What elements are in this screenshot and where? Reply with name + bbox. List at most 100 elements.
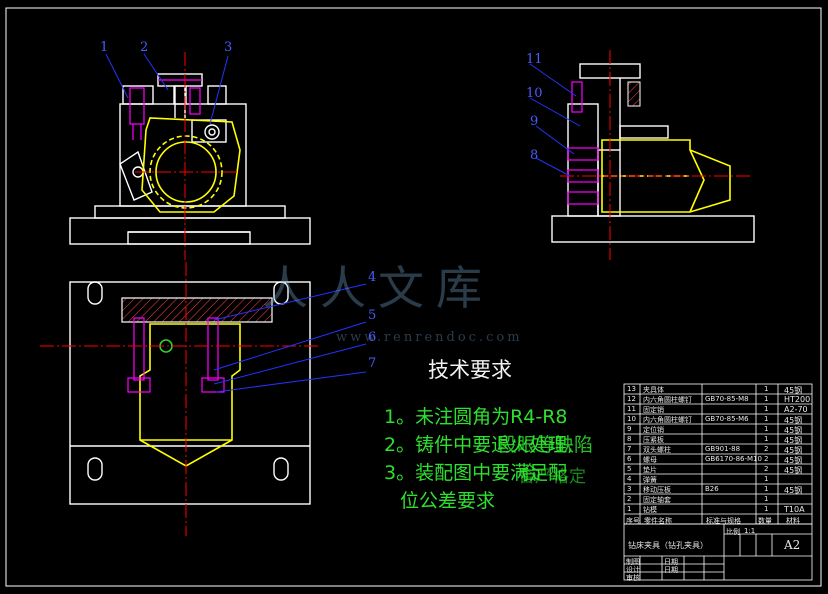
bom-cell-qty: 1 xyxy=(764,475,769,483)
bom-cell-no: 8 xyxy=(627,435,632,443)
balloon-11: 11 xyxy=(526,52,543,67)
watermark-logo: 人人文库 xyxy=(262,261,494,315)
watermark-url: www.renrendoc.com xyxy=(336,330,523,345)
bom-cell-name: 内六角圆柱螺钉 xyxy=(643,416,692,424)
bom-cell-name: 移动压板 xyxy=(643,486,671,494)
bom-cell-name: 固定销 xyxy=(643,406,664,414)
bom-cell-name: 螺母 xyxy=(643,456,657,464)
balloon-5: 5 xyxy=(368,308,377,323)
bom-cell-qty: 1 xyxy=(764,425,769,433)
bom-cell-qty: 2 xyxy=(764,445,769,453)
bom-cell-no: 2 xyxy=(627,495,632,503)
sign-row-3: 审核 xyxy=(626,574,640,582)
tech-requirements-title: 技术要求 xyxy=(428,358,512,382)
bom-cell-no: 9 xyxy=(627,425,632,433)
bom-header-mat: 材料 xyxy=(786,517,800,525)
sign-col-1: 日期 xyxy=(664,558,678,566)
bom-cell-mat: 45钢 xyxy=(784,386,803,395)
bom-cell-name: 垫片 xyxy=(643,466,657,474)
bom-cell-name: 定位销 xyxy=(643,426,664,434)
balloon-9: 9 xyxy=(530,114,539,129)
bom-cell-no: 7 xyxy=(627,445,632,453)
bom-cell-qty: 1 xyxy=(764,485,769,493)
bom-cell-code: GB6170-86-M10 xyxy=(705,455,762,463)
drawing-border xyxy=(5,7,822,587)
bom-cell-mat: 45钢 xyxy=(784,446,803,455)
bom-cell-name: 双头螺柱 xyxy=(643,446,671,454)
bom-cell-mat: 45钢 xyxy=(784,436,803,445)
balloon-1: 1 xyxy=(100,40,109,55)
front-view xyxy=(69,73,311,245)
bom-cell-no: 3 xyxy=(627,485,632,493)
bom-cell-qty: 1 xyxy=(764,495,769,503)
bom-header-name: 零件名称 xyxy=(644,517,672,525)
bom-cell-mat: HT200 xyxy=(784,395,811,404)
side-view-fasteners xyxy=(567,81,599,205)
bom-cell-mat: 45钢 xyxy=(784,426,803,435)
tech-note-3-overlap-b: 合严格定 xyxy=(518,467,586,487)
sign-row-2: 设计 xyxy=(626,566,640,574)
bom-cell-qty: 2 xyxy=(764,465,769,473)
tech-note-1: 1。未注圆角为R4-R8 xyxy=(384,406,568,428)
bom-cell-qty: 1 xyxy=(764,405,769,413)
bom-cell-qty: 2 xyxy=(764,455,769,463)
tech-note-4: 位公差要求 xyxy=(400,490,496,512)
ratio-value: 1:1 xyxy=(744,527,756,535)
sign-col-2: 日期 xyxy=(664,566,678,574)
bom-cell-name: 弹簧 xyxy=(643,476,657,484)
bom-cell-no: 13 xyxy=(627,385,636,393)
bom-cell-qty: 1 xyxy=(764,395,769,403)
bom-cell-no: 4 xyxy=(627,475,632,483)
tech-note-3-overlap-a: 合 xyxy=(520,462,540,484)
top-view-workpiece xyxy=(139,323,241,467)
bom-cell-code: GB901-88 xyxy=(705,445,741,453)
bom-cell-no: 5 xyxy=(627,465,632,473)
bom-cell-no: 1 xyxy=(627,505,632,513)
bom-cell-code: GB70-85-M6 xyxy=(705,415,749,423)
balloon-7: 7 xyxy=(368,356,377,371)
bom-cell-mat: T10A xyxy=(784,505,805,514)
bom-header-code: 标准与规格 xyxy=(706,517,741,525)
sheet-size: A2 xyxy=(784,538,801,552)
bom-cell-qty: 1 xyxy=(764,415,769,423)
balloon-4: 4 xyxy=(368,270,377,285)
title-block-grid xyxy=(623,383,813,581)
top-view xyxy=(69,281,311,505)
balloon-8: 8 xyxy=(530,148,539,163)
front-view-workpiece xyxy=(141,117,241,213)
clamp-plate-section xyxy=(121,297,273,323)
bom-cell-mat: 45钢 xyxy=(784,416,803,425)
tech-note-3: 3。装配图中要满足配 xyxy=(384,462,568,484)
side-hatch xyxy=(627,81,641,107)
drawing-title: 钻床夹具（钻孔夹具） xyxy=(628,541,708,550)
bom-cell-mat: 45钢 xyxy=(784,466,803,475)
balloon-6: 6 xyxy=(368,330,377,345)
balloon-3: 3 xyxy=(224,40,233,55)
bom-cell-name: 夹具体 xyxy=(643,386,664,394)
bom-cell-mat: A2-70 xyxy=(784,405,808,414)
bom-cell-name: 钻模 xyxy=(643,506,657,514)
bom-cell-no: 10 xyxy=(627,415,636,423)
bom-header-no: 序号 xyxy=(626,517,640,525)
bom-cell-qty: 1 xyxy=(764,505,769,513)
sign-row-1: 制图 xyxy=(626,558,640,566)
bom-cell-no: 12 xyxy=(627,395,636,403)
bom-cell-code: B26 xyxy=(705,485,719,493)
balloon-10: 10 xyxy=(526,86,543,101)
tech-note-2: 2。铸件中要退火处理, xyxy=(384,434,574,456)
bom-cell-no: 6 xyxy=(627,455,632,463)
bom-cell-mat: 45钢 xyxy=(784,456,803,465)
balloon-2: 2 xyxy=(140,40,149,55)
front-view-fasteners xyxy=(129,79,202,140)
leader-lines xyxy=(105,53,581,393)
bom-cell-qty: 1 xyxy=(764,435,769,443)
bom-cell-name: 固定轴套 xyxy=(643,496,671,504)
top-view-studs xyxy=(127,317,225,393)
bom-cell-name: 压紧板 xyxy=(643,436,664,444)
ratio-label: 比例 xyxy=(726,528,740,536)
bom-cell-name: 内六角圆柱螺钉 xyxy=(643,396,692,404)
bom-cell-no: 11 xyxy=(627,405,636,413)
tech-note-2-overlap: 段眼等缺陷 xyxy=(498,434,594,456)
bom-header-qty: 数量 xyxy=(758,517,772,525)
